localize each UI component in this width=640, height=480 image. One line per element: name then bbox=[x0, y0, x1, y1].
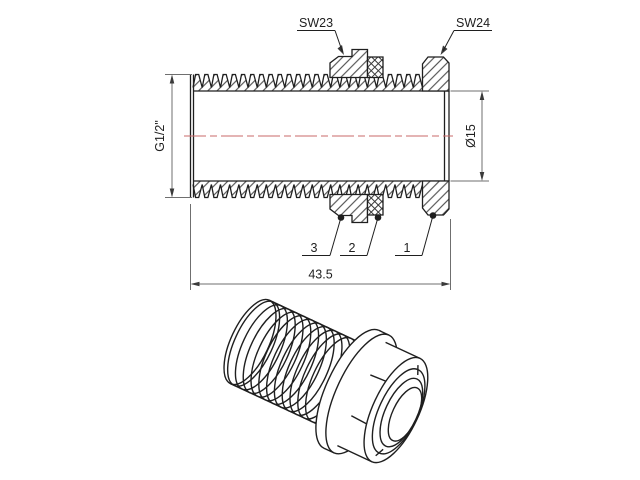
item1-leader bbox=[421, 215, 434, 256]
isometric-view bbox=[223, 298, 429, 464]
thread-ring bbox=[242, 307, 296, 395]
thread-ring bbox=[250, 311, 304, 398]
dimensions bbox=[165, 74, 489, 290]
thread-ring bbox=[273, 322, 328, 409]
lock-nut-section-top bbox=[329, 48, 369, 79]
arrow-length-right bbox=[441, 281, 451, 287]
lock-nut-section-bottom bbox=[329, 193, 369, 224]
sw24-label: SW24 bbox=[456, 16, 490, 30]
thread-profile-bottom bbox=[192, 184, 424, 199]
sw24-leader bbox=[442, 30, 455, 52]
body-hex-section-top bbox=[421, 56, 450, 92]
arrow-g12-down bbox=[169, 188, 175, 198]
dimension-arrows bbox=[169, 45, 485, 287]
arrow-length-left bbox=[190, 281, 200, 287]
thread-profile-top bbox=[192, 73, 424, 88]
bore-depth bbox=[387, 386, 423, 442]
item3-leader bbox=[329, 217, 342, 256]
hex-edge-top bbox=[385, 341, 421, 360]
arrow-d15-up bbox=[479, 91, 485, 100]
arrow-sw23 bbox=[337, 45, 344, 55]
thread-ring bbox=[258, 315, 312, 402]
thread-size-label: G1/2" bbox=[153, 120, 167, 152]
arrow-d15-down bbox=[479, 172, 485, 181]
item2-leader bbox=[366, 217, 379, 256]
callouts: SW23 SW24 3 2 1 bbox=[297, 16, 492, 256]
hex-edge-bottom bbox=[337, 445, 373, 463]
sw23-leader bbox=[334, 30, 343, 53]
sw23-label: SW23 bbox=[299, 16, 333, 30]
arrow-sw24 bbox=[440, 45, 448, 55]
thread-ring bbox=[281, 325, 335, 413]
arrow-g12-up bbox=[169, 74, 175, 84]
front-rim bbox=[371, 368, 426, 455]
section-view bbox=[184, 48, 453, 224]
washer-section-bottom bbox=[366, 193, 384, 216]
overall-length-label: 43.5 bbox=[308, 268, 332, 282]
washer-section-top bbox=[366, 56, 384, 79]
item2-label: 2 bbox=[349, 241, 356, 255]
bore-diameter-label: Ø15 bbox=[464, 124, 478, 148]
body-hex-section-bottom bbox=[421, 180, 450, 216]
thread-ring bbox=[226, 300, 281, 387]
item3-label: 3 bbox=[311, 241, 318, 255]
thread-ring bbox=[234, 304, 289, 391]
thread-ring bbox=[265, 318, 320, 406]
item1-label: 1 bbox=[404, 241, 411, 255]
bore-opening bbox=[379, 377, 424, 448]
